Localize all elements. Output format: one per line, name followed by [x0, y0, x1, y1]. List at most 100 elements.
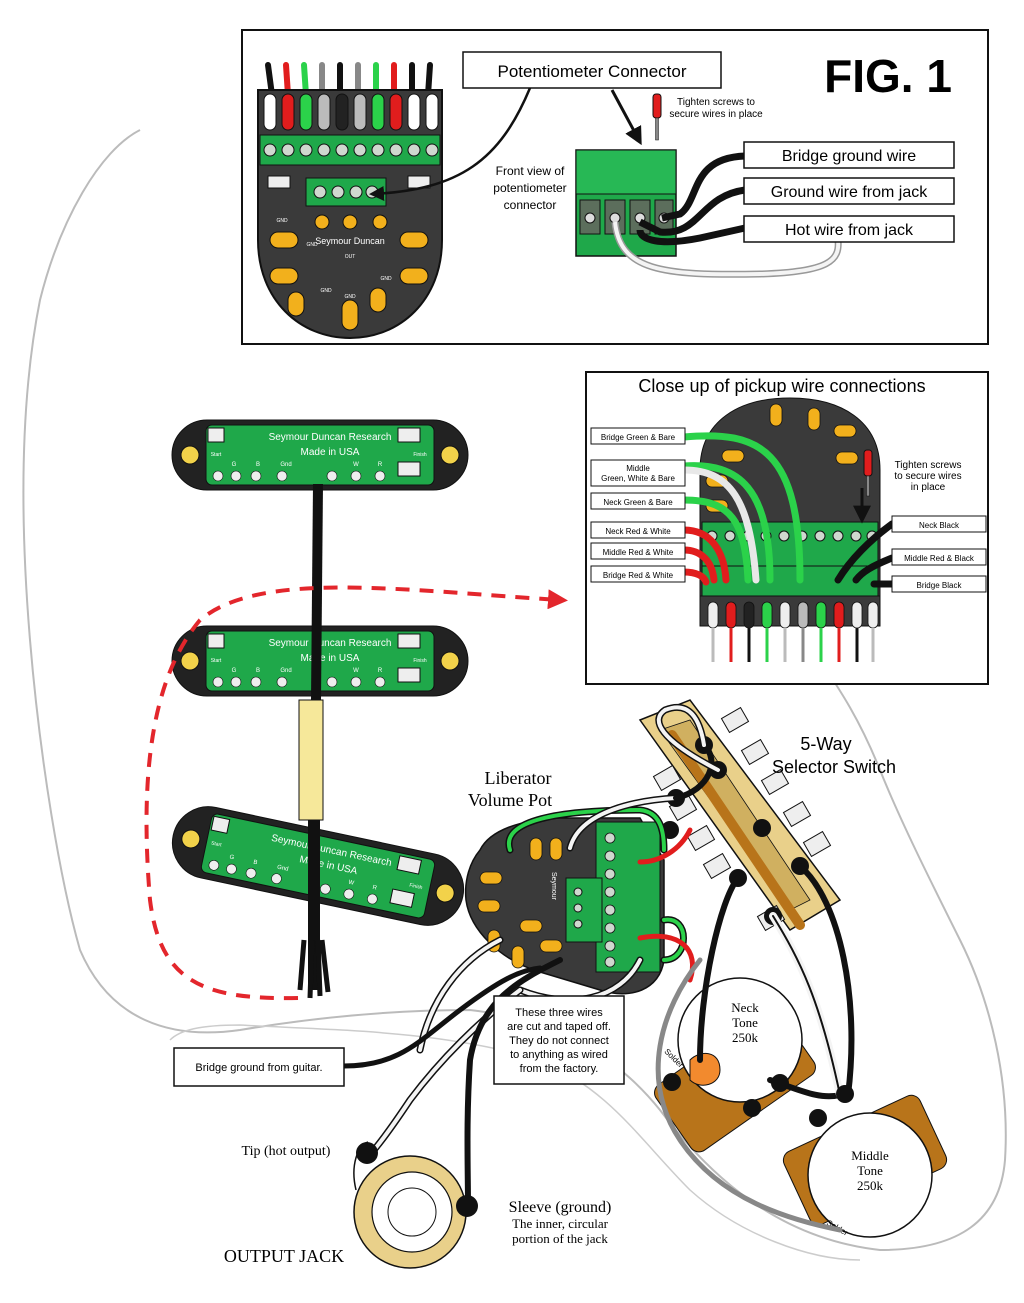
front-view-text-3: connector	[504, 198, 557, 212]
fig1-board-gnd-3: GND	[320, 288, 332, 294]
closeup-label-bridge-green: Bridge Green & Bare	[601, 433, 676, 442]
output-jack	[353, 1141, 478, 1269]
ground-jack-label-box	[743, 177, 955, 205]
closeup-panel: Close up of pickup wire connections	[585, 371, 989, 685]
neck-pickup-b: B	[256, 462, 260, 468]
closeup-label-neck-green: Neck Green & Bare	[603, 498, 673, 507]
neck-tone-label-2: Tone	[732, 1015, 758, 1030]
fig1-screw-note-1: Tighten screws to	[677, 97, 755, 108]
arrow-down-icon	[610, 89, 642, 146]
neck-pickup: Seymour Duncan Research Made in USA Fini…	[171, 419, 469, 491]
volume-pot-brand: Seymour	[550, 872, 557, 901]
middle-pickup-made: Made in USA	[301, 653, 360, 664]
bridge-pickup-start: Start	[210, 840, 222, 848]
bridge-pickup: Seymour Duncan Research Made in USA Fini…	[171, 806, 465, 926]
volume-pot: Seymour	[464, 817, 665, 995]
closeup-screw-note-1: Tighten screws	[895, 460, 962, 471]
bridge-ground-label: Bridge ground wire	[782, 148, 916, 165]
bridge-ground-wire	[661, 152, 746, 222]
closeup-screw-note-3: in place	[911, 482, 946, 493]
bridge-pickup-finish: Finish	[409, 882, 424, 891]
middle-pickup-r: R	[378, 668, 383, 674]
neck-pickup-start: Start	[211, 452, 222, 458]
closeup-screw-note-2: to secure wires	[894, 471, 961, 482]
bridge-pickup-r: R	[372, 885, 378, 892]
sleeve-label-3: portion of the jack	[512, 1231, 608, 1246]
screwdriver-icon	[652, 93, 662, 141]
hot-jack-label: Hot wire from jack	[785, 222, 914, 239]
connector-callout-text: Potentiometer Connector	[498, 62, 687, 81]
output-jack-title: OUTPUT JACK	[224, 1246, 344, 1266]
fig1-board-gnd-2: GND	[306, 242, 318, 248]
front-view-text-1: Front view of	[496, 164, 565, 178]
taped-note-line-1: These three wires	[515, 1007, 603, 1019]
closeup-label-bridge-red: Bridge Red & White	[603, 571, 674, 580]
dashed-arrow-icon	[144, 585, 568, 1001]
volume-pot-title-2: Volume Pot	[468, 790, 552, 810]
middle-pickup-start: Start	[211, 658, 222, 664]
bridge-pickup-w: W	[348, 880, 355, 887]
middle-pickup-finish: Finish	[413, 658, 427, 664]
middle-pickup-w: W	[353, 668, 359, 674]
middle-tone-pot: Middle Tone 250k Solder	[782, 1094, 948, 1238]
switch-title-1: 5-Way	[800, 734, 851, 754]
closeup-label-middle-black: Middle Red & Black	[904, 554, 975, 563]
pickup-wire-bundle	[297, 483, 331, 999]
middle-tone-label-1: Middle	[851, 1148, 889, 1163]
neck-pickup-brand: Seymour Duncan Research	[269, 432, 392, 443]
fig1-board-gnd-5: GND	[380, 276, 392, 282]
ground-jack-label: Ground wire from jack	[771, 184, 928, 201]
sleeve-label-1: Sleeve (ground)	[509, 1199, 612, 1216]
neck-tone-label-1: Neck	[731, 1000, 759, 1015]
middle-tone-label-3: 250k	[857, 1178, 884, 1193]
bridge-ground-note-text: Bridge ground from guitar.	[195, 1062, 322, 1074]
tip-label: Tip (hot output)	[242, 1144, 331, 1159]
middle-tone-label-2: Tone	[857, 1163, 883, 1178]
taped-note-line-5: from the factory.	[520, 1063, 599, 1075]
connector-callout-box	[462, 51, 722, 89]
fig1-board-brand: Seymour Duncan	[315, 236, 385, 246]
closeup-title: Close up of pickup wire connections	[638, 376, 925, 396]
switch-title-2: Selector Switch	[772, 757, 896, 777]
screwdriver-icon	[863, 449, 873, 497]
connector-callout-arrow	[369, 87, 532, 201]
fig1-screw-note-2: secure wires in place	[669, 109, 763, 120]
neck-tone-label-3: 250k	[732, 1030, 759, 1045]
neck-pickup-gnd: Gnd	[280, 462, 291, 468]
middle-pickup-b: B	[256, 668, 260, 674]
closeup-label-middle-red: Middle Red & White	[603, 548, 674, 557]
fig1-board: Seymour Duncan OUT GND GND GND GND GND	[257, 62, 443, 340]
hot-wire-white	[613, 221, 841, 277]
closeup-label-neck-red: Neck Red & White	[605, 527, 671, 536]
fig1-panel: Seymour Duncan OUT GND GND GND GND GND P…	[241, 29, 989, 345]
bridge-ground-note: Bridge ground from guitar.	[173, 1047, 345, 1087]
neck-pickup-r: R	[378, 462, 383, 468]
closeup-label-middle: Middle	[626, 464, 650, 473]
bridge-ground-label-box	[743, 141, 955, 169]
front-view-text-2: potentiometer	[493, 181, 566, 195]
neck-tone-pot: Neck Tone 250k Solder	[654, 977, 816, 1153]
neck-pickup-finish: Finish	[413, 452, 427, 458]
bridge-pickup-gnd: Gnd	[276, 865, 288, 873]
volume-pot-title-1: Liberator	[485, 768, 552, 788]
neck-pickup-made: Made in USA	[301, 447, 360, 458]
closeup-left-labels: Bridge Green & Bare Middle Green, White …	[590, 427, 686, 583]
hot-jack-label-box	[743, 215, 955, 243]
fig1-title: FIG. 1	[824, 50, 952, 102]
taped-note-line-2: are cut and taped off.	[507, 1021, 611, 1033]
fig1-board-out: OUT	[345, 254, 356, 260]
closeup-right-labels: Neck Black Middle Red & Black Bridge Bla…	[891, 515, 987, 593]
fig1-board-gnd-1: GND	[276, 218, 288, 224]
taped-wires-note: These three wires are cut and taped off.…	[493, 995, 625, 1085]
connector-front-view	[575, 149, 677, 257]
middle-pickup-brand: Seymour Duncan Research	[269, 638, 392, 649]
middle-pickup-gnd: Gnd	[280, 668, 291, 674]
bridge-pickup-b: B	[253, 860, 258, 867]
ground-wire-from-jack	[638, 186, 746, 236]
middle-pickup-g: G	[232, 668, 237, 674]
fig1-board-gnd-4: GND	[344, 294, 356, 300]
bridge-pickup-g: G	[229, 854, 235, 861]
closeup-label-neck-black: Neck Black	[919, 521, 960, 530]
taped-note-line-3: They do not connect	[509, 1035, 609, 1047]
